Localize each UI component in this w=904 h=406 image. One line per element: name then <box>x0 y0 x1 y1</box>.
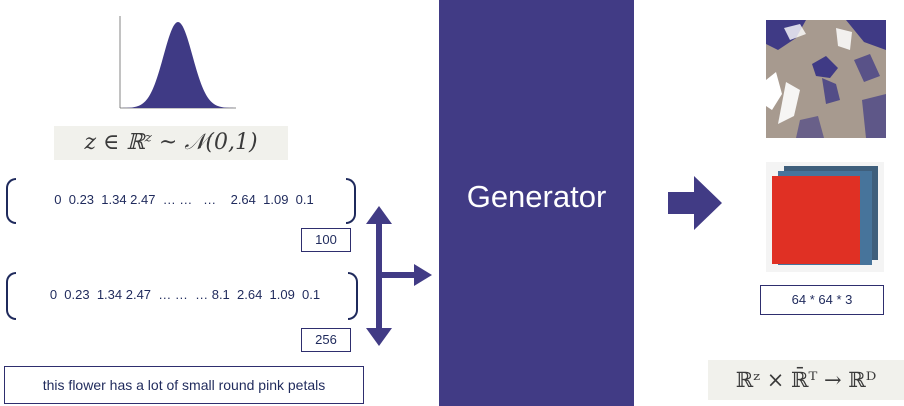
embedding-dimension-box: 256 <box>301 328 351 352</box>
latent-formula: z ∈ ℝᶻ ~ 𝒩(0,1) <box>54 126 288 160</box>
right-bracket <box>348 272 358 320</box>
double-arrow-icon <box>366 206 432 346</box>
gaussian-curve <box>120 22 236 108</box>
generator-label: Generator <box>466 179 607 214</box>
noise-vector: 0 0.23 1.34 2.47 … … … 2.64 1.09 0.1 <box>6 178 356 224</box>
gaussian-plot <box>119 16 236 109</box>
left-bracket <box>6 272 16 320</box>
noise-dimension-box: 100 <box>301 228 351 252</box>
flower-image <box>766 20 886 138</box>
noise-vector-values: 0 0.23 1.34 2.47 … … … 2.64 1.09 0.1 <box>54 191 314 207</box>
right-arrow-icon <box>668 176 722 230</box>
text-embedding-values: 0 0.23 1.34 2.47 … … … 8.1 2.64 1.09 0.1 <box>49 286 321 302</box>
generator-block: Generator <box>439 0 634 406</box>
space-mapping-formula: ℝᶻ × ℝ̄ᵀ → ℝᴰ <box>708 360 904 400</box>
left-bracket <box>6 178 16 224</box>
rgb-tensor-image <box>766 162 884 272</box>
right-bracket <box>346 178 356 224</box>
text-embedding-vector: 0 0.23 1.34 2.47 … … … 8.1 2.64 1.09 0.1 <box>6 272 358 320</box>
text-caption: this flower has a lot of small round pin… <box>4 366 364 404</box>
output-dimension-box: 64 * 64 * 3 <box>760 285 884 315</box>
